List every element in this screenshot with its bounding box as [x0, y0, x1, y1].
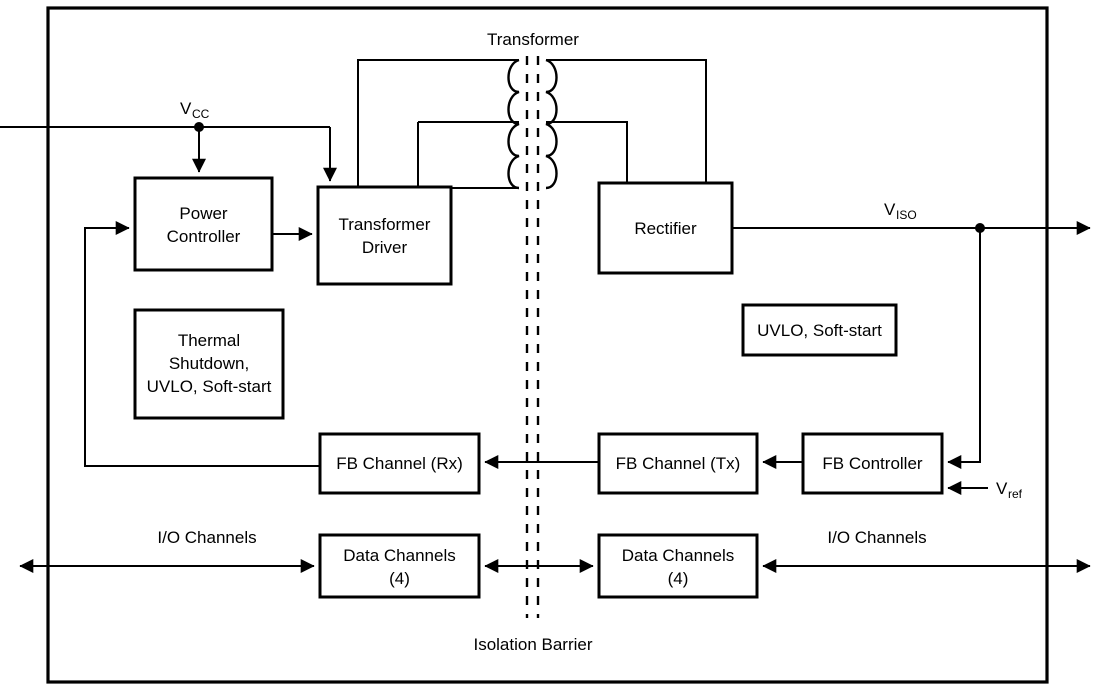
- label-viso-base: V: [884, 200, 896, 219]
- block-uvlo-soft-start[interactable]: UVLO, Soft-start: [741, 303, 898, 357]
- label-transformer: Transformer: [487, 30, 579, 49]
- block-power-controller-box[interactable]: [133, 176, 274, 272]
- label-isolation-barrier: Isolation Barrier: [473, 635, 592, 654]
- block-power-controller[interactable]: Power Controller: [133, 176, 274, 272]
- block-data-channels-primary-line-0: Data Channels: [343, 546, 455, 565]
- block-fb-controller-line-0: FB Controller: [822, 454, 922, 473]
- wire-viso-to-fb-controller: [947, 228, 981, 469]
- block-uvlo-soft-start-line-0: UVLO, Soft-start: [757, 321, 882, 340]
- block-transformer-driver-line-0: Transformer: [339, 215, 431, 234]
- label-viso-subscript: ISO: [896, 208, 917, 222]
- transformer-secondary-winding: [545, 58, 558, 190]
- block-power-controller-line-0: Power: [179, 204, 228, 223]
- block-transformer-driver-line-1: Driver: [362, 238, 408, 257]
- device-package-outline: [46, 6, 1049, 684]
- block-transformer-driver-box[interactable]: [316, 185, 453, 286]
- label-vref-subscript: ref: [1008, 487, 1023, 501]
- block-thermal-shutdown-line-1: Shutdown,: [169, 354, 249, 373]
- wire-fb-channel-rx-to-power-controller: [84, 221, 320, 467]
- block-data-channels-primary-line-1: (4): [389, 569, 410, 588]
- block-fb-channel-tx-line-0: FB Channel (Tx): [616, 454, 741, 473]
- block-data-channels-secondary-box[interactable]: [597, 533, 759, 599]
- block-thermal-shutdown[interactable]: Thermal Shutdown, UVLO, Soft-start: [133, 308, 285, 420]
- wire-secondary-top-lead: [546, 59, 707, 183]
- block-rectifier-line-0: Rectifier: [634, 219, 697, 238]
- block-fb-channel-rx[interactable]: FB Channel (Rx): [318, 432, 481, 495]
- block-data-channels-secondary[interactable]: Data Channels (4): [597, 533, 759, 599]
- block-fb-channel-rx-box[interactable]: [318, 432, 481, 495]
- block-thermal-shutdown-box[interactable]: [133, 308, 285, 420]
- wire-secondary-bottom-lead: [546, 121, 628, 183]
- label-vcc-subscript: CC: [192, 107, 210, 121]
- block-data-channels-primary[interactable]: Data Channels (4): [318, 533, 481, 599]
- block-fb-controller-box[interactable]: [801, 432, 944, 495]
- block-transformer-driver[interactable]: Transformer Driver: [316, 185, 453, 286]
- label-io-channels-right: I/O Channels: [827, 528, 926, 547]
- block-data-channels-secondary-line-0: Data Channels: [622, 546, 734, 565]
- block-uvlo-soft-start-box[interactable]: [741, 303, 898, 357]
- wire-primary-top-lead: [357, 59, 519, 187]
- block-data-channels-primary-box[interactable]: [318, 533, 481, 599]
- label-io-channels-left: I/O Channels: [157, 528, 256, 547]
- label-vref: V ref: [996, 479, 1023, 501]
- transformer-primary-winding: [507, 58, 520, 190]
- label-vref-base: V: [996, 479, 1008, 498]
- block-thermal-shutdown-line-0: Thermal: [178, 331, 240, 350]
- block-fb-controller[interactable]: FB Controller: [801, 432, 944, 495]
- block-rectifier[interactable]: Rectifier: [597, 181, 734, 275]
- block-rectifier-box[interactable]: [597, 181, 734, 275]
- label-viso: V ISO: [884, 200, 917, 222]
- block-thermal-shutdown-line-2: UVLO, Soft-start: [147, 377, 272, 396]
- block-power-controller-line-1: Controller: [167, 227, 241, 246]
- block-fb-channel-rx-line-0: FB Channel (Rx): [336, 454, 463, 473]
- block-fb-channel-tx[interactable]: FB Channel (Tx): [597, 432, 759, 495]
- label-vcc: V CC: [180, 99, 210, 121]
- block-data-channels-secondary-line-1: (4): [668, 569, 689, 588]
- block-fb-channel-tx-box[interactable]: [597, 432, 759, 495]
- label-vcc-base: V: [180, 99, 192, 118]
